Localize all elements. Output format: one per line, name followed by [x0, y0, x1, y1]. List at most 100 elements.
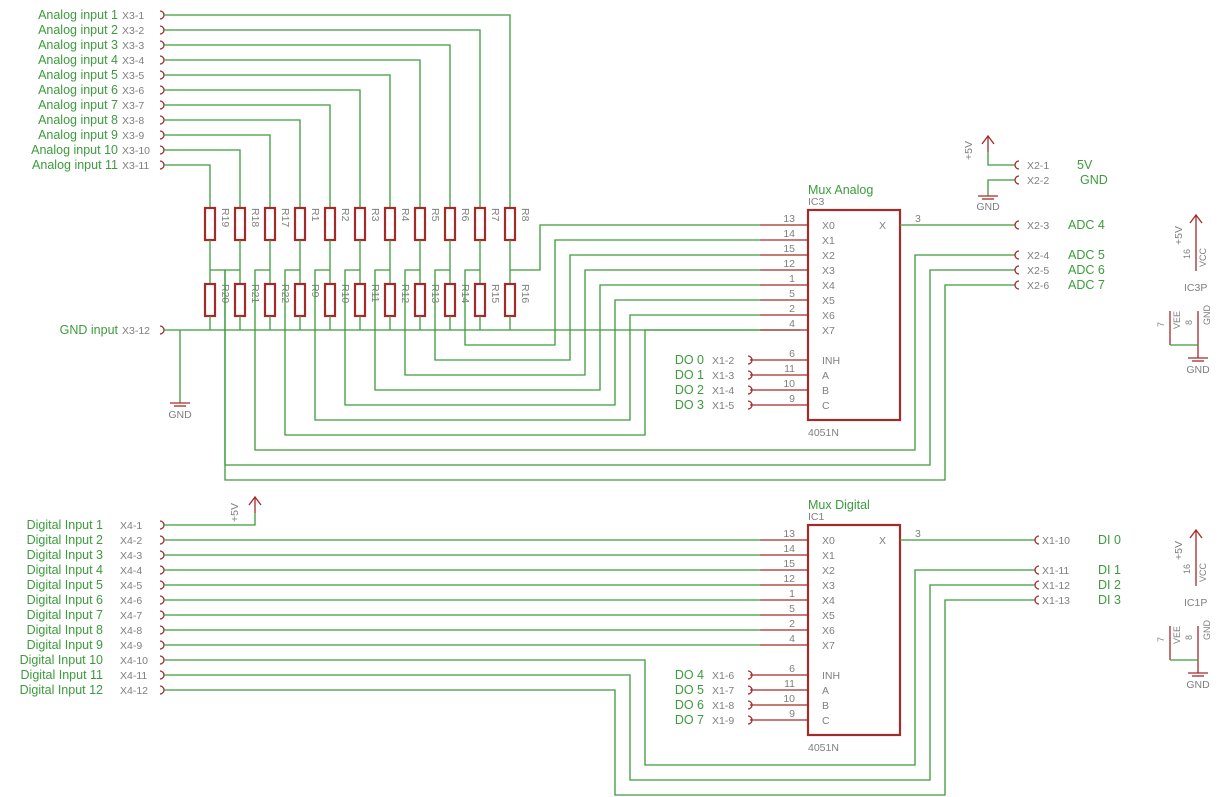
di-connector-2 — [1034, 580, 1040, 590]
analog-input-wire-7 — [164, 104, 331, 208]
digital-input-label-7: Digital Input 7 — [27, 608, 103, 622]
mux-analog-pinname-X5: X5 — [822, 295, 835, 307]
resistor-R21 — [233, 282, 247, 318]
digital-input-connector-11 — [159, 670, 165, 680]
mux-digital-ctl-num-B: 10 — [783, 693, 795, 705]
adc5-route — [254, 254, 1015, 451]
analog-input-wire-9 — [164, 134, 271, 208]
power-block-gnd-name-1: GND — [1202, 620, 1212, 641]
di1-route — [164, 569, 1035, 766]
analog-input-label-8: Analog input 8 — [38, 113, 118, 127]
mux-digital-pinnum-X1: 14 — [783, 543, 795, 555]
mux-digital-ctl-connector-3 — [747, 715, 753, 725]
analog-input-connector-1 — [159, 10, 165, 20]
resistor-R12 — [383, 282, 397, 318]
analog-input-connector-5 — [159, 70, 165, 80]
resistor-R13 — [413, 282, 427, 318]
analog-input-pin-5: X3-5 — [122, 70, 144, 82]
mux-digital-pinname-X3: X3 — [822, 580, 835, 592]
power-block-gnd-label-0: GND — [1186, 364, 1210, 376]
digital-input-pin-6: X4-6 — [120, 595, 142, 607]
analog-input-connector-8 — [159, 115, 165, 125]
power-connector-0 — [1014, 160, 1020, 170]
digital-input-label-2: Digital Input 2 — [27, 533, 103, 547]
digital-input-label-9: Digital Input 9 — [27, 638, 103, 652]
mux-analog-ctl-num-B: 10 — [783, 378, 795, 390]
power-block-vcc-name-1: VCC — [1198, 562, 1208, 582]
mux-digital-ctl-label-3: DO 7 — [675, 713, 704, 727]
resistor-R17 — [263, 206, 277, 242]
digital-input-pin-12: X4-12 — [120, 685, 148, 697]
mux-analog-pinname-X2: X2 — [822, 250, 835, 262]
analog-input-label-5: Analog input 5 — [38, 68, 118, 82]
digital-input-pin-11: X4-11 — [120, 670, 147, 682]
digital-input-label-12: Digital Input 12 — [20, 683, 103, 697]
mux-analog-ctl-name-C: C — [822, 400, 830, 412]
mux-digital-xname: X — [879, 535, 886, 547]
mux-analog-ctl-label-2: DO 2 — [675, 383, 704, 397]
digital-input-connector-7 — [159, 610, 165, 620]
digital-input-label-10: Digital Input 10 — [20, 653, 103, 667]
analog-input-pin-11: X3-11 — [122, 160, 149, 172]
mux-analog-ctl-connector-1 — [747, 370, 753, 380]
digital-input-connector-2 — [159, 535, 165, 545]
adc-label-3: ADC 7 — [1068, 278, 1105, 292]
analog-input-wire-6 — [164, 89, 361, 208]
mux-digital-ctl-name-A: A — [822, 685, 829, 697]
mux-analog-type: 4051N — [808, 427, 839, 439]
resistor-R2 — [323, 206, 337, 242]
mux-analog-pinname-X6: X6 — [822, 310, 835, 322]
digital-input-label-8: Digital Input 8 — [27, 623, 103, 637]
power-block-supply-label-0: +5V — [1173, 226, 1185, 245]
analog-input-wire-11 — [164, 164, 211, 208]
analog-input-label-2: Analog input 2 — [38, 23, 118, 37]
di-label-3: DI 3 — [1098, 593, 1121, 607]
resistor-label-R6: R6 — [459, 208, 471, 222]
mux-analog-route-3 — [404, 269, 760, 376]
resistor-R4 — [383, 206, 397, 242]
resistor-label-R4: R4 — [399, 208, 411, 222]
mux-analog-route-4 — [374, 269, 760, 391]
power-label-1: GND — [1080, 173, 1108, 187]
analog-input-label-10: Analog input 10 — [31, 143, 118, 157]
digital-input-pin-1: X4-1 — [120, 520, 142, 532]
resistor-label-R1: R1 — [309, 208, 321, 222]
mux-digital-ref: IC1 — [808, 511, 825, 523]
mux-analog-route-7 — [284, 269, 760, 436]
mux-analog-ctl-conn-3: X1-5 — [712, 400, 734, 412]
resistor-label-R2: R2 — [339, 208, 351, 222]
resistor-R20 — [203, 282, 217, 318]
analog-input-connector-7 — [159, 100, 165, 110]
gnd-input-pin: X3-12 — [122, 325, 150, 337]
power-block-vee-name-0: VEE — [1172, 311, 1182, 329]
mux-digital-pinnum-X3: 12 — [783, 573, 795, 585]
mux-digital-ctl-num-C: 9 — [789, 708, 795, 720]
di3-route — [164, 599, 1035, 796]
di-connector-1 — [1034, 565, 1040, 575]
power-block-gnd-name-0: GND — [1202, 305, 1212, 326]
analog-input-pin-8: X3-8 — [122, 115, 144, 127]
adc-pin-1: X2-4 — [1027, 250, 1049, 262]
mux-analog-pinnum-X7: 4 — [789, 318, 795, 330]
mux-analog-ctl-conn-2: X1-4 — [712, 385, 734, 397]
digital-input-pin-4: X4-4 — [120, 565, 142, 577]
adc-pin-3: X2-6 — [1027, 280, 1049, 292]
di-label-0: DI 0 — [1098, 533, 1121, 547]
mux-digital-pinnum-X0: 13 — [783, 528, 795, 540]
mux-analog-ctl-connector-0 — [747, 355, 753, 365]
mux-digital-pinnum-X7: 4 — [789, 633, 795, 645]
mux-analog-pinname-X1: X1 — [822, 235, 835, 247]
analog-input-wire-8 — [164, 119, 301, 208]
mux-digital-pinnum-X5: 5 — [789, 603, 795, 615]
mux-analog-ctl-name-B: B — [822, 385, 829, 397]
mux-digital-ctl-name-C: C — [822, 715, 830, 727]
power-block-vcc-num-0: 16 — [1182, 249, 1192, 259]
di-pin-1: X1-11 — [1042, 565, 1069, 577]
analog-input-label-1: Analog input 1 — [38, 8, 118, 22]
mux-analog-pinnum-X1: 14 — [783, 228, 795, 240]
mux-digital-ctl-label-2: DO 6 — [675, 698, 704, 712]
mux-analog-pinnum-X3: 12 — [783, 258, 795, 270]
supply-digital-label: +5V — [229, 503, 241, 522]
digital-input-pin-10: X4-10 — [120, 655, 148, 667]
power-block-vcc-name-0: VCC — [1198, 247, 1208, 267]
